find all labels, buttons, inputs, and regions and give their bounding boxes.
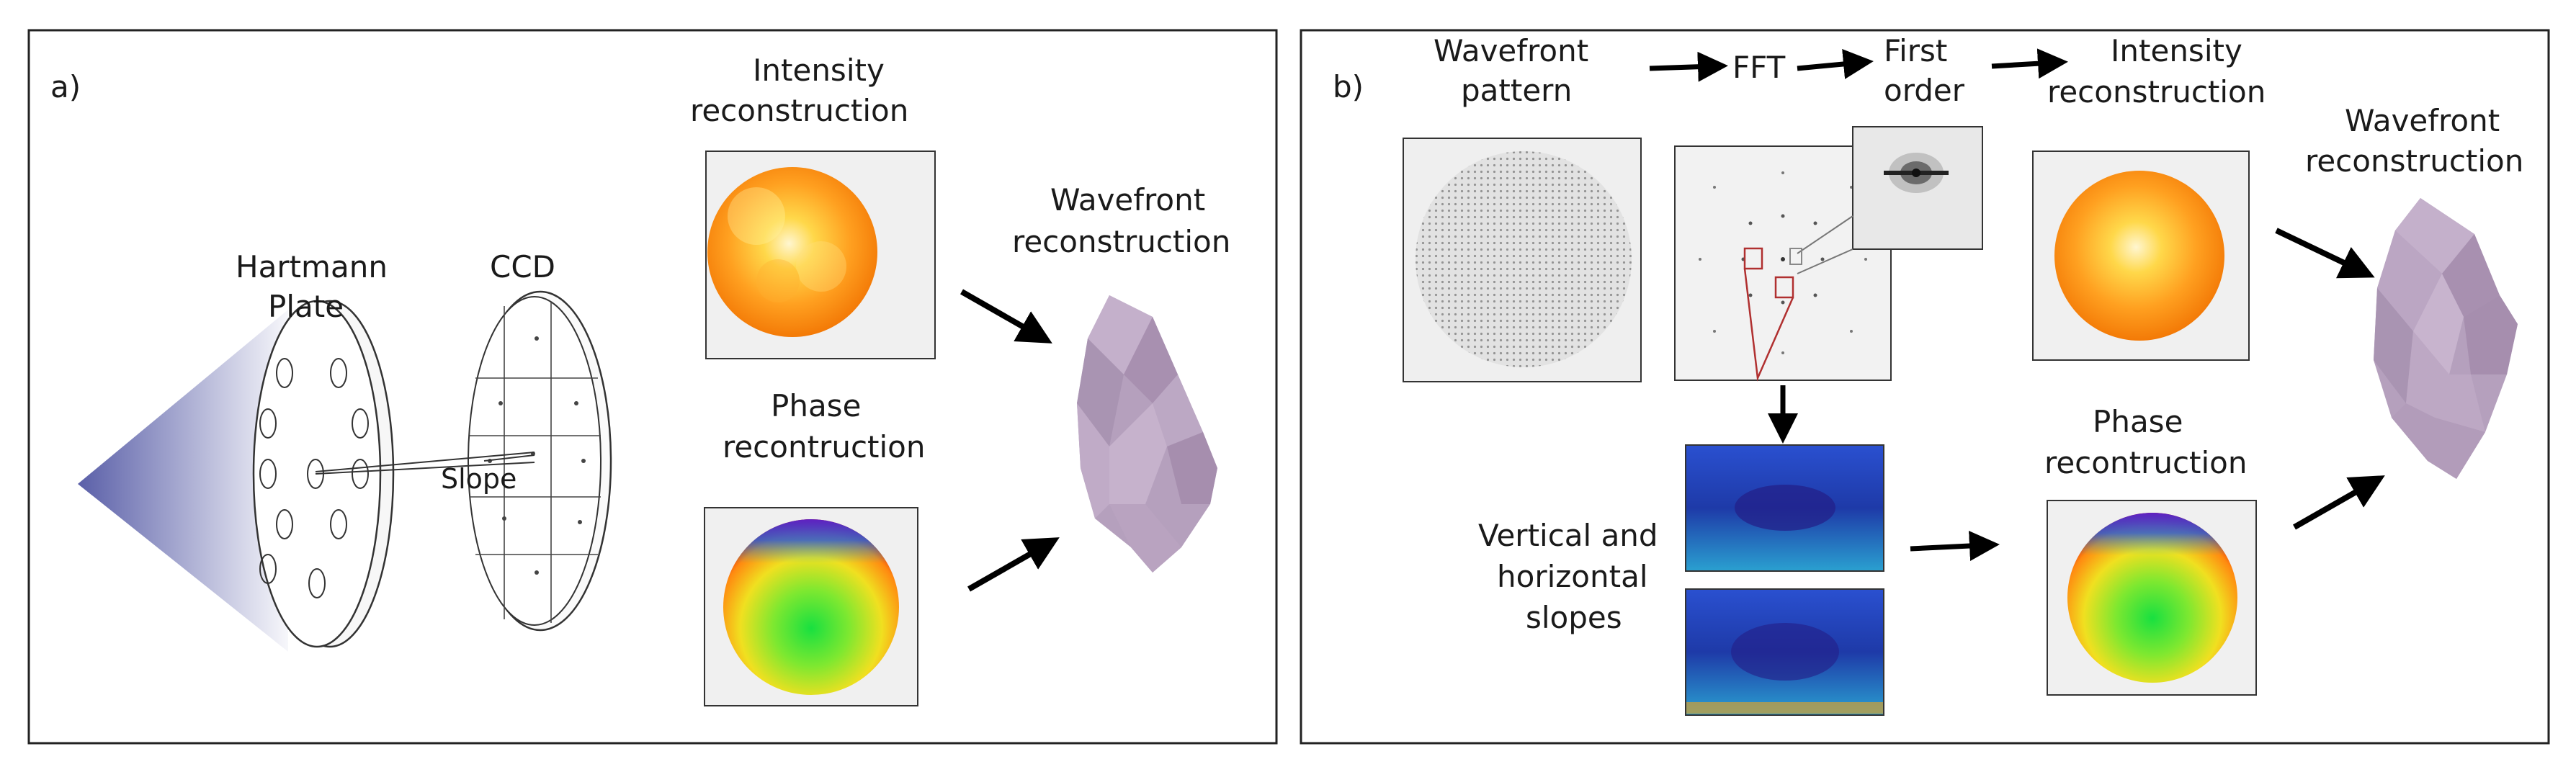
panel-b-frame <box>1300 29 2550 745</box>
arrow-intensity-to-wavefront-b <box>2275 228 2375 279</box>
arrow-first-order-to-intensity <box>1991 48 2068 79</box>
wavefront-a-surface <box>1077 295 1217 573</box>
arrow-fft-to-first-order <box>1797 49 1874 79</box>
arrow-intensity-to-wavefront-a <box>960 289 1052 344</box>
slopes-line1: Vertical and <box>1478 518 1658 553</box>
intensity-a-line2: reconstruction <box>690 93 908 128</box>
slopes-line3: slopes <box>1526 600 1622 635</box>
first-order-image <box>1789 153 1949 274</box>
hartmann-label-line2: Plate <box>268 289 344 324</box>
intensity-b-image <box>2054 171 2224 341</box>
wavefront-a-line1: Wavefront <box>1050 182 1205 217</box>
wavefront-b-surface <box>2374 198 2518 479</box>
phase-b-line2: recontruction <box>2044 445 2248 480</box>
wavefront-b-line1: Wavefront <box>2345 103 2500 138</box>
pattern-line1: Wavefront <box>1434 33 1588 68</box>
wavefront-a-line2: reconstruction <box>1012 224 1230 259</box>
panel-a-frame <box>27 29 1278 745</box>
arrow-slopes-to-phase <box>1910 531 2000 561</box>
panel-b-tag: b) <box>1333 69 1364 104</box>
slope-lines <box>315 452 535 475</box>
arrow-pattern-to-fft <box>1649 51 1728 82</box>
intensity-a-image <box>707 167 877 337</box>
phase-b-image <box>2067 513 2237 683</box>
pattern-line2: pattern <box>1461 73 1572 108</box>
first-order-line2: order <box>1884 73 1965 108</box>
phase-b-line1: Phase <box>2093 404 2183 439</box>
intensity-a-line1: Intensity <box>753 53 885 88</box>
fft-image <box>1699 171 1867 382</box>
intensity-b-line1: Intensity <box>2111 33 2242 68</box>
hartmann-label-line1: Hartmann <box>236 249 388 284</box>
arrow-phase-to-wavefront-a <box>967 537 1060 592</box>
panel-a-tag: a) <box>50 69 81 104</box>
horizontal-slope-feature <box>1731 623 1839 681</box>
light-cone <box>78 310 288 652</box>
phase-a-line2: recontruction <box>723 429 926 464</box>
wavefront-b-line2: reconstruction <box>2305 143 2523 179</box>
slopes-line2: horizontal <box>1497 559 1648 594</box>
wavefront-pattern-image <box>1416 151 1632 367</box>
slope-label: Slope <box>441 463 516 495</box>
fft-label: FFT <box>1732 50 1786 85</box>
intensity-b-line2: reconstruction <box>2047 74 2266 109</box>
horizontal-slope-band <box>1686 702 1883 714</box>
vertical-slope-feature <box>1735 485 1835 531</box>
ccd-label: CCD <box>490 249 555 284</box>
first-order-line1: First <box>1884 33 1947 68</box>
phase-a-line1: Phase <box>771 388 861 423</box>
ccd-detector <box>468 290 612 632</box>
arrow-phase-to-wavefront-b <box>2293 475 2385 530</box>
phase-a-image <box>723 519 899 695</box>
